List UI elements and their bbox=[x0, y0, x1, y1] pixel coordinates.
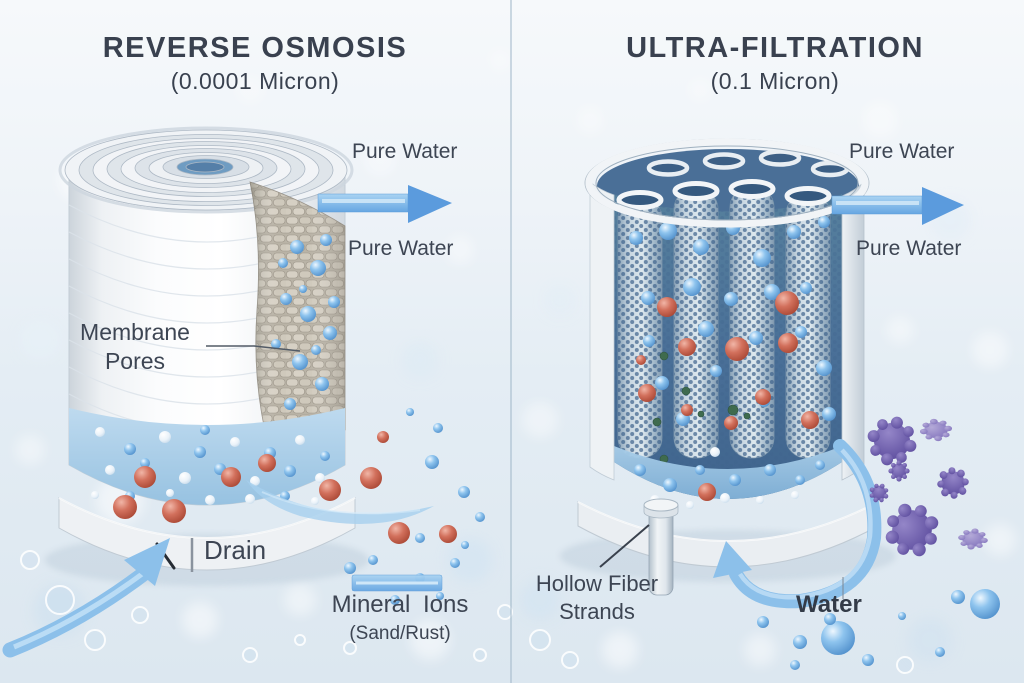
uf-shell-right-edge bbox=[841, 181, 865, 481]
membrane-pores-label: Membrane Pores bbox=[80, 319, 190, 375]
right-panel-title: ULTRA-FILTRATION bbox=[626, 32, 924, 64]
membrane-pores-pointer bbox=[206, 345, 301, 352]
background-bubble-rings bbox=[20, 550, 914, 674]
uf-green-particles bbox=[652, 351, 751, 464]
ro-reject-swoosh bbox=[246, 480, 434, 524]
uf-shell-left-edge bbox=[589, 181, 615, 481]
uf-rejected-viruses bbox=[861, 410, 991, 566]
hollow-fiber-pointer bbox=[599, 524, 650, 568]
hollow-fiber-strands-label: Hollow Fiber Strands bbox=[535, 571, 659, 625]
uf-pure-water-label-top: Pure Water bbox=[849, 140, 955, 163]
uf-pure-water-arrow bbox=[831, 187, 964, 225]
uf-back-tube-openings bbox=[646, 149, 850, 178]
ro-pure-water-label-top: Pure Water bbox=[352, 140, 458, 163]
uf-hollow-fiber-pipe bbox=[643, 498, 679, 596]
uf-basin-bubbles bbox=[634, 447, 825, 509]
mineral-ions-label: Mineral Ions bbox=[331, 591, 469, 618]
ro-rejected-particles bbox=[344, 408, 485, 605]
ro-mineral-spheres bbox=[113, 454, 341, 523]
uf-unit bbox=[560, 138, 896, 596]
mineral-ions-bar bbox=[351, 574, 443, 592]
right-panel-subtitle: (0.1 Micron) bbox=[710, 68, 840, 94]
uf-pure-water-label-bottom: Pure Water bbox=[856, 237, 962, 260]
ro-feed-arrow bbox=[2, 538, 170, 658]
ro-membrane-cutaway bbox=[249, 181, 346, 451]
uf-feed-bubbles bbox=[757, 589, 1000, 670]
uf-contaminant-spheres bbox=[636, 291, 819, 430]
ro-water-bubbles bbox=[91, 425, 341, 523]
left-panel-subtitle: (0.0001 Micron) bbox=[170, 68, 340, 94]
uf-water-inflow-arrow bbox=[713, 439, 882, 609]
ro-unit bbox=[45, 126, 369, 586]
left-panel-title: REVERSE OSMOSIS bbox=[102, 32, 408, 64]
ro-pure-water-arrow bbox=[317, 185, 452, 223]
water-label: Water bbox=[796, 591, 862, 618]
ro-spiral-top bbox=[58, 126, 354, 214]
ro-pure-water-label-bottom: Pure Water bbox=[348, 237, 454, 260]
mineral-ions-note: (Sand/Rust) bbox=[349, 623, 451, 644]
drain-label: Drain bbox=[204, 535, 267, 565]
